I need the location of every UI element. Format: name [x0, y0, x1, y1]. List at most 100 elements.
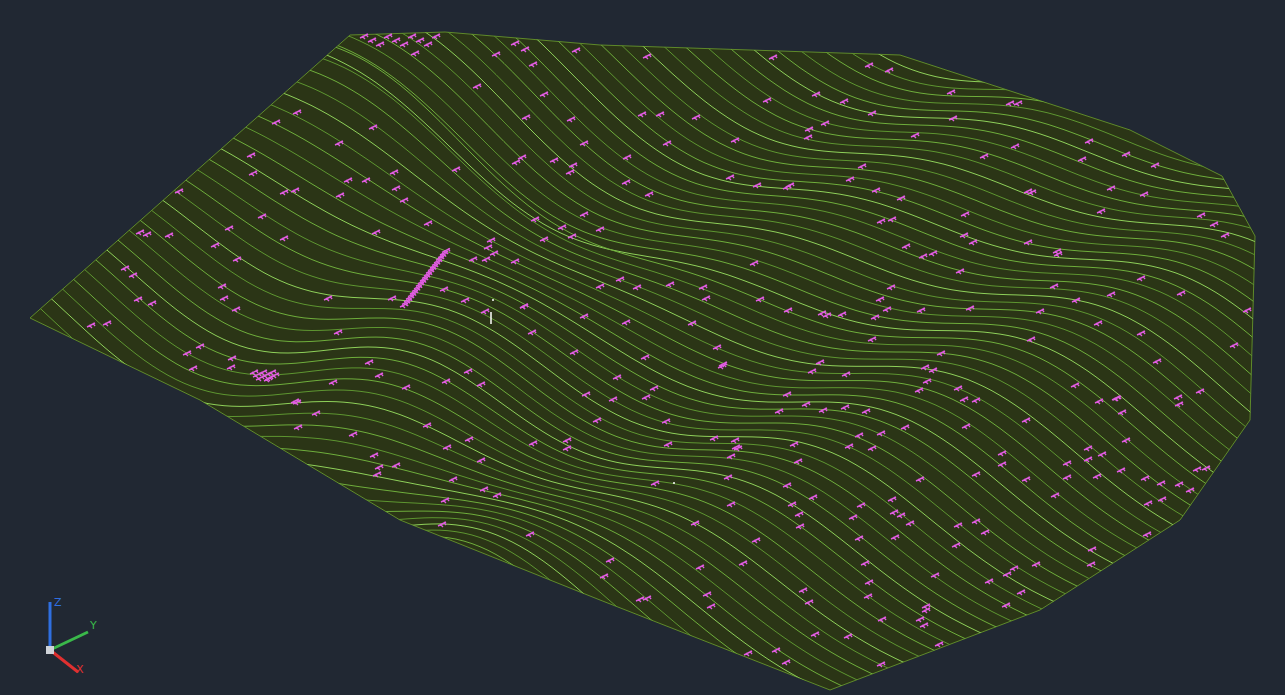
elevation-mark: [623, 155, 631, 160]
elevation-mark: [1071, 383, 1079, 388]
contour-line: [0, 49, 1285, 638]
elevation-mark: [558, 225, 566, 230]
elevation-mark: [232, 307, 240, 312]
elevation-mark: [1151, 163, 1159, 168]
elevation-mark: [225, 226, 233, 231]
elevation-mark: [663, 141, 671, 146]
elevation-mark: [656, 112, 664, 117]
elevation-mark: [1243, 308, 1251, 313]
elevation-mark: [324, 296, 332, 301]
contour-line: [0, 0, 1285, 552]
elevation-mark: [259, 370, 267, 375]
elevation-mark: [280, 236, 288, 241]
contour-line: [0, 0, 1285, 425]
elevation-mark: [272, 120, 280, 125]
elevation-mark: [258, 214, 266, 219]
contour-line: [0, 0, 1285, 230]
elevation-mark: [211, 243, 219, 248]
elevation-mark: [923, 379, 931, 384]
elevation-mark: [937, 351, 945, 356]
elevation-mark: [756, 297, 764, 302]
elevation-mark: [291, 399, 299, 404]
elevation-mark: [293, 110, 301, 115]
elevation-mark: [753, 183, 761, 188]
elevation-mark: [960, 233, 968, 238]
contour-line: [0, 0, 1285, 458]
elevation-mark: [772, 648, 780, 653]
contour-line: [0, 583, 1285, 695]
elevation-mark: [1137, 276, 1145, 281]
elevation-mark: [922, 608, 930, 613]
contour-line: [0, 0, 1285, 161]
elevation-mark: [271, 373, 279, 378]
contour-line: [0, 196, 1285, 695]
elevation-mark: [920, 623, 928, 628]
elevation-mark: [857, 503, 865, 508]
elevation-mark: [972, 398, 980, 403]
elevation-mark: [796, 524, 804, 529]
elevation-mark: [868, 111, 876, 116]
elevation-mark: [336, 193, 344, 198]
elevation-mark: [651, 481, 659, 486]
elevation-mark: [388, 296, 396, 301]
elevation-mark: [1097, 209, 1105, 214]
contour-line: [0, 622, 1285, 695]
elevation-mark: [1113, 396, 1121, 401]
elevation-mark: [596, 227, 604, 232]
elevation-mark: [688, 321, 696, 326]
elevation-mark: [842, 372, 850, 377]
elevation-mark: [726, 175, 734, 180]
elevation-mark: [868, 337, 876, 342]
elevation-mark: [858, 164, 866, 169]
elevation-mark: [727, 502, 735, 507]
elevation-mark: [949, 116, 957, 121]
elevation-mark: [424, 42, 432, 47]
elevation-mark: [972, 519, 980, 524]
elevation-mark: [1011, 144, 1019, 149]
elevation-mark: [710, 436, 718, 441]
contour-line: [0, 0, 1285, 73]
elevation-mark: [752, 538, 760, 543]
elevation-mark: [969, 240, 977, 245]
elevation-mark: [1024, 189, 1032, 194]
elevation-mark: [550, 158, 558, 163]
contour-line: [0, 0, 1285, 133]
elevation-mark: [783, 392, 791, 397]
elevation-mark: [868, 446, 876, 451]
contour-line: [0, 559, 1285, 695]
elevation-mark: [402, 385, 410, 390]
contour-line: [0, 515, 1285, 695]
elevation-mark: [563, 438, 571, 443]
elevation-mark: [1063, 475, 1071, 480]
contour-line: [0, 0, 1285, 196]
elevation-mark: [375, 465, 383, 470]
elevation-mark: [784, 308, 792, 313]
contour-line: [0, 0, 1285, 46]
elevation-mark: [865, 580, 873, 585]
elevation-mark: [121, 266, 129, 271]
elevation-mark: [699, 285, 707, 290]
elevation-mark: [804, 135, 812, 140]
elevation-mark: [998, 462, 1006, 467]
elevation-mark: [247, 153, 255, 158]
elevation-mark: [540, 237, 548, 242]
elevation-mark: [638, 112, 646, 117]
elevation-mark: [962, 424, 970, 429]
elevation-mark: [129, 273, 137, 278]
elevation-mark: [1063, 461, 1071, 466]
elevation-mark: [1196, 389, 1204, 394]
contour-line: [0, 34, 1285, 622]
contour-line: [0, 0, 1285, 59]
contour-line: [0, 161, 1285, 695]
contour-line: [0, 538, 1285, 695]
elevation-mark: [650, 386, 658, 391]
elevation-mark: [481, 309, 489, 314]
elevation-mark: [1078, 157, 1086, 162]
elevation-mark: [998, 451, 1006, 456]
contour-line: [0, 0, 1285, 388]
elevation-mark: [1174, 395, 1182, 400]
elevation-mark: [799, 588, 807, 593]
elevation-mark: [520, 304, 528, 309]
elevation-mark: [443, 445, 451, 450]
contour-line: [0, 491, 1285, 695]
